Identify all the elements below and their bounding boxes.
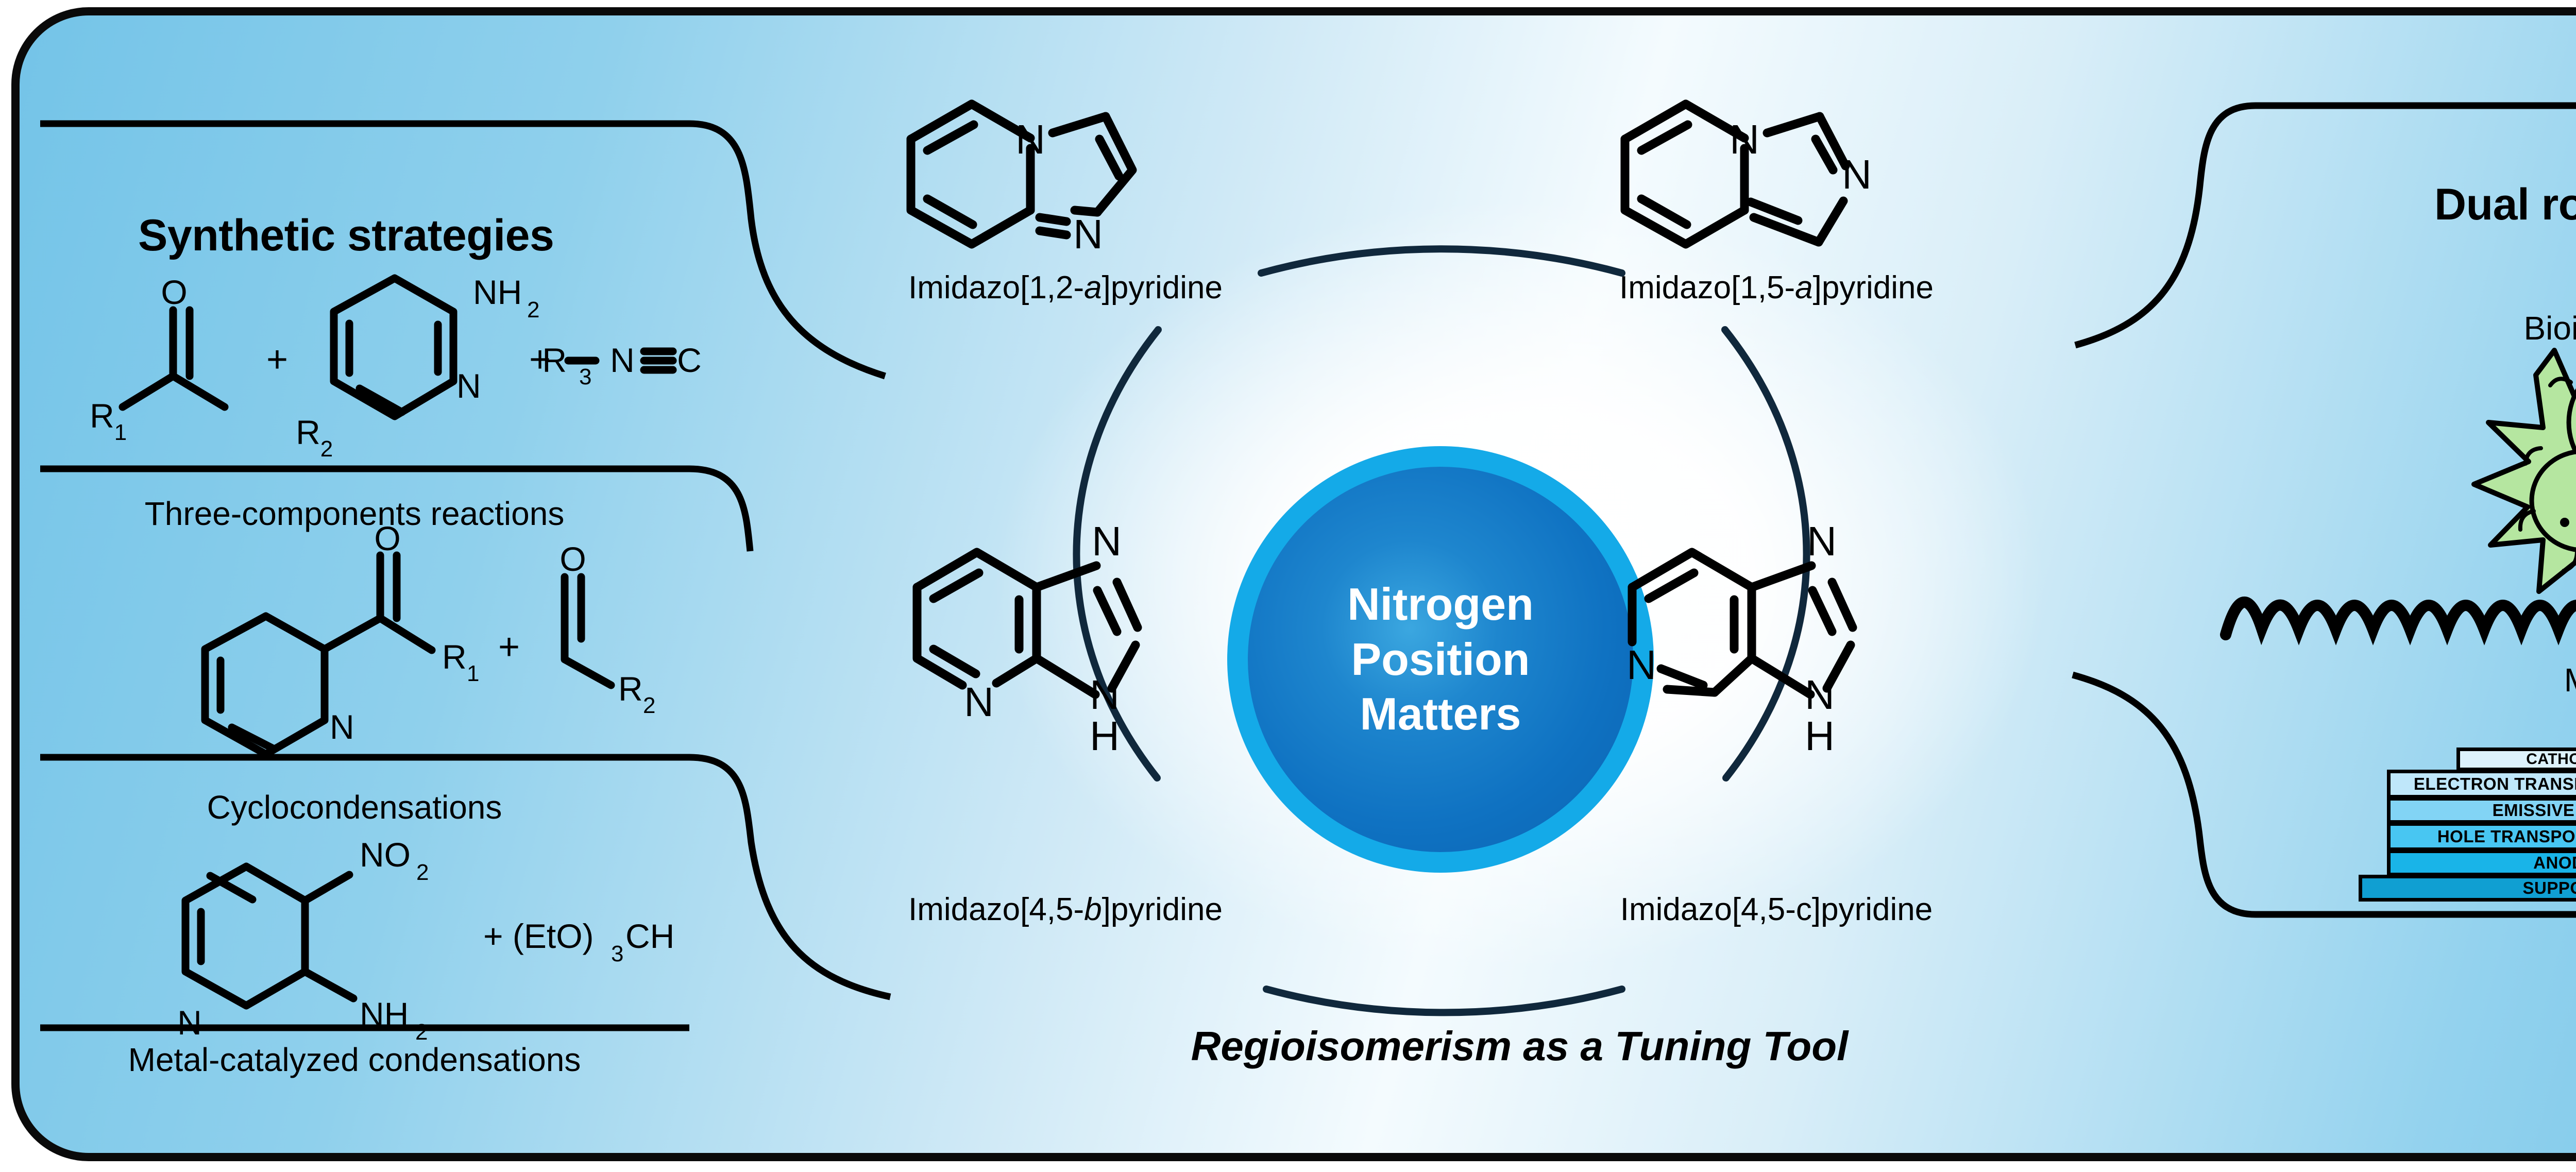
svg-text:H: H [1805,713,1835,759]
oled-layer-hole-transporting-layer: HOLE TRANSPORTING LAYER [2387,822,2576,851]
svg-text:N: N [1073,211,1103,257]
svg-text:1: 1 [467,661,479,686]
svg-text:+: + [266,339,288,380]
oled-stack-icon: CATHODEELECTRON TRANSPORTING LAYEREMISSI… [2353,748,2576,902]
svg-text:N: N [964,679,994,725]
poster-frame: Synthetic strategies Three-components re… [11,7,2576,1161]
oled-layer-anode: ANODE [2387,850,2576,876]
svg-text:H: H [1090,713,1120,759]
svg-text:N: N [1842,151,1872,197]
molecule-label-imidazo-1-2-a-pyridine: Imidazo[1,2-a]pyridine [908,270,1223,305]
svg-text:R: R [296,413,320,451]
waveform-icon [2220,597,2576,646]
section-label-material-science: Material science [2379,661,2576,699]
svg-text:R: R [542,341,567,379]
svg-text:2: 2 [416,860,429,885]
svg-text:+: + [498,626,520,668]
structure-atoms-1: N N [1015,116,1103,257]
svg-text:2: 2 [527,297,539,322]
svg-text:2: 2 [320,436,333,462]
oled-layer-cathode: CATHODE [2456,748,2576,771]
svg-text:R: R [618,670,643,708]
ring-arc-left [1073,326,1162,782]
molecule-label-imidazo-4-5-b-pyridine: Imidazo[4,5-b]pyridine [908,892,1223,927]
svg-text:2: 2 [643,693,655,718]
svg-text:N: N [1090,672,1120,718]
strategy-caption-three-components: Three-components reactions [144,495,565,532]
structure-imidazo-1-5-a-pyridine [1620,99,1850,249]
reaction-atoms-2: O R 1 N + O R 2 [330,519,655,746]
svg-text:N: N [1807,518,1837,564]
svg-text:R: R [90,397,114,435]
structure-atoms-2: N N [1730,116,1872,197]
svg-text:3: 3 [579,364,591,389]
structure-atoms-4: N N N H [1626,518,1837,759]
svg-text:O: O [161,273,187,311]
reaction-scheme-metal-catalyzed [181,862,358,1010]
svg-text:N: N [1092,518,1122,564]
reaction-atoms-1: O R 1 NH 2 N R 2 + + R 3 N C [90,273,702,462]
svg-text:+: + [529,339,551,380]
svg-text:N: N [1730,116,1759,162]
reaction-scheme-cyclocondensation [201,551,615,758]
structure-imidazo-4-5-b-pyridine [912,548,1142,699]
svg-text:O: O [560,540,586,578]
ring-arc-bottom [1263,986,1625,1016]
core-line-1: Nitrogen [1347,579,1534,630]
svg-text:+ (EtO): + (EtO) [483,917,594,955]
svg-text:NH: NH [473,273,522,311]
svg-text:N: N [1805,672,1835,718]
oled-layer-support: SUPPORT [2359,875,2576,902]
svg-text:CH: CH [625,917,674,955]
synthetic-strategies-title: Synthetic strategies [138,211,554,260]
structure-imidazo-1-2-a-pyridine [906,99,1137,249]
svg-text:NO: NO [360,836,411,874]
svg-text:N: N [610,341,635,379]
strategy-caption-cyclocondensations: Cyclocondensations [207,789,502,826]
svg-text:N: N [1015,116,1045,162]
bacteria-icon [2471,348,2576,594]
structure-imidazo-4-5-c-pyridine [1628,548,1857,699]
svg-text:C: C [677,341,702,379]
molecule-label-imidazo-4-5-c-pyridine: Imidazo[4,5-c]pyridine [1620,892,1933,927]
svg-text:R: R [442,638,467,676]
section-label-bioimaging: Bioimaging and drugs [2523,310,2576,347]
core-line-3: Matters [1360,688,1521,740]
structure-atoms-3: N N N H [964,518,1122,759]
ring-arc-right [1721,326,1810,782]
core-bubble: Nitrogen Position Matters [1248,467,1633,852]
strategy-caption-metal-catalyzed: Metal-catalyzed condensations [128,1041,581,1078]
oled-layer-emissive-layer: EMISSIVE LAYER [2387,797,2576,824]
molecule-label-imidazo-1-5-a-pyridine: Imidazo[1,5-a]pyridine [1619,270,1934,305]
svg-text:N: N [456,367,481,405]
reaction-scheme-three-components [118,274,677,420]
reaction-atoms-3: NO 2 N NH 2 + (EtO) 3 CH [177,836,674,1045]
core-line-2: Position [1351,633,1530,685]
svg-text:1: 1 [114,420,127,445]
oled-layer-electron-transporting-layer: ELECTRON TRANSPORTING LAYER [2387,770,2576,799]
svg-text:N: N [330,708,354,746]
footer-caption: Regioisomerism as a Tuning Tool [1191,1023,1849,1069]
svg-text:3: 3 [611,941,623,966]
dual-role-title: Dual role [2434,180,2576,229]
